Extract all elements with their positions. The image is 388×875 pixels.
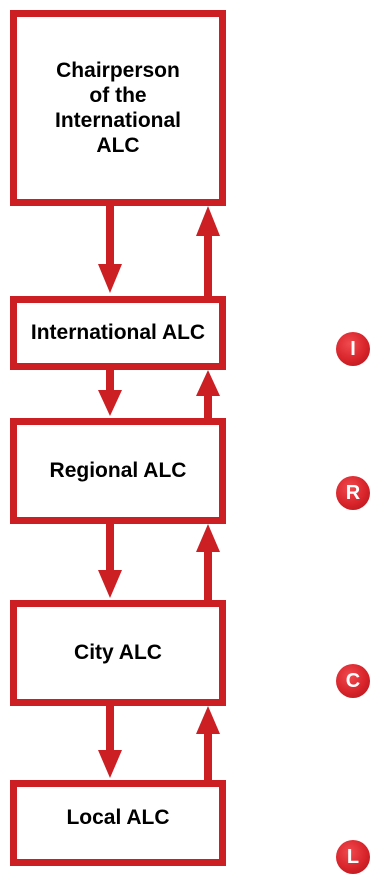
chairperson-label: Chairperson of the International ALC: [54, 58, 181, 158]
city-alc-label: City ALC: [74, 641, 162, 665]
arrow-up-head: [196, 206, 220, 236]
arrow-up-shaft: [204, 234, 212, 296]
badge-city: C: [336, 664, 370, 698]
arrow-up-shaft: [204, 550, 212, 600]
arrow-up-shaft: [204, 394, 212, 418]
badge-international-letter: I: [350, 337, 356, 360]
arrow-down-shaft: [106, 206, 114, 266]
arrow-up-head: [196, 370, 220, 396]
connector-city-local: [98, 706, 220, 780]
connector-chair-international: [98, 206, 220, 296]
arrow-down-shaft: [106, 524, 114, 572]
international-alc-label: International ALC: [30, 321, 206, 345]
arrow-down-shaft: [106, 706, 114, 752]
arrow-down-head: [98, 570, 122, 598]
connector-international-regional: [98, 370, 220, 418]
arrow-down-shaft: [106, 370, 114, 392]
local-alc-label: Local ALC: [66, 806, 170, 829]
arrow-up-head: [196, 524, 220, 552]
connector-regional-city: [98, 524, 220, 600]
badge-local: L: [336, 840, 370, 874]
badge-local-letter: L: [346, 845, 360, 868]
regional-alc-label: Regional ALC: [49, 459, 187, 483]
regional-alc-box: Regional ALC: [10, 418, 226, 524]
international-alc-box: International ALC: [10, 296, 226, 370]
arrow-up-shaft: [204, 732, 212, 780]
arrow-down-head: [98, 264, 122, 293]
badge-regional: R: [336, 476, 370, 510]
city-alc-box: City ALC: [10, 600, 226, 706]
badge-city-letter: C: [345, 669, 361, 692]
chairperson-box: Chairperson of the International ALC: [10, 10, 226, 206]
badge-international: I: [336, 332, 370, 366]
local-alc-box: Local ALC: [10, 780, 226, 866]
arrow-up-head: [196, 706, 220, 734]
arrow-down-head: [98, 750, 122, 778]
arrow-down-head: [98, 390, 122, 416]
badge-regional-letter: R: [345, 481, 361, 504]
